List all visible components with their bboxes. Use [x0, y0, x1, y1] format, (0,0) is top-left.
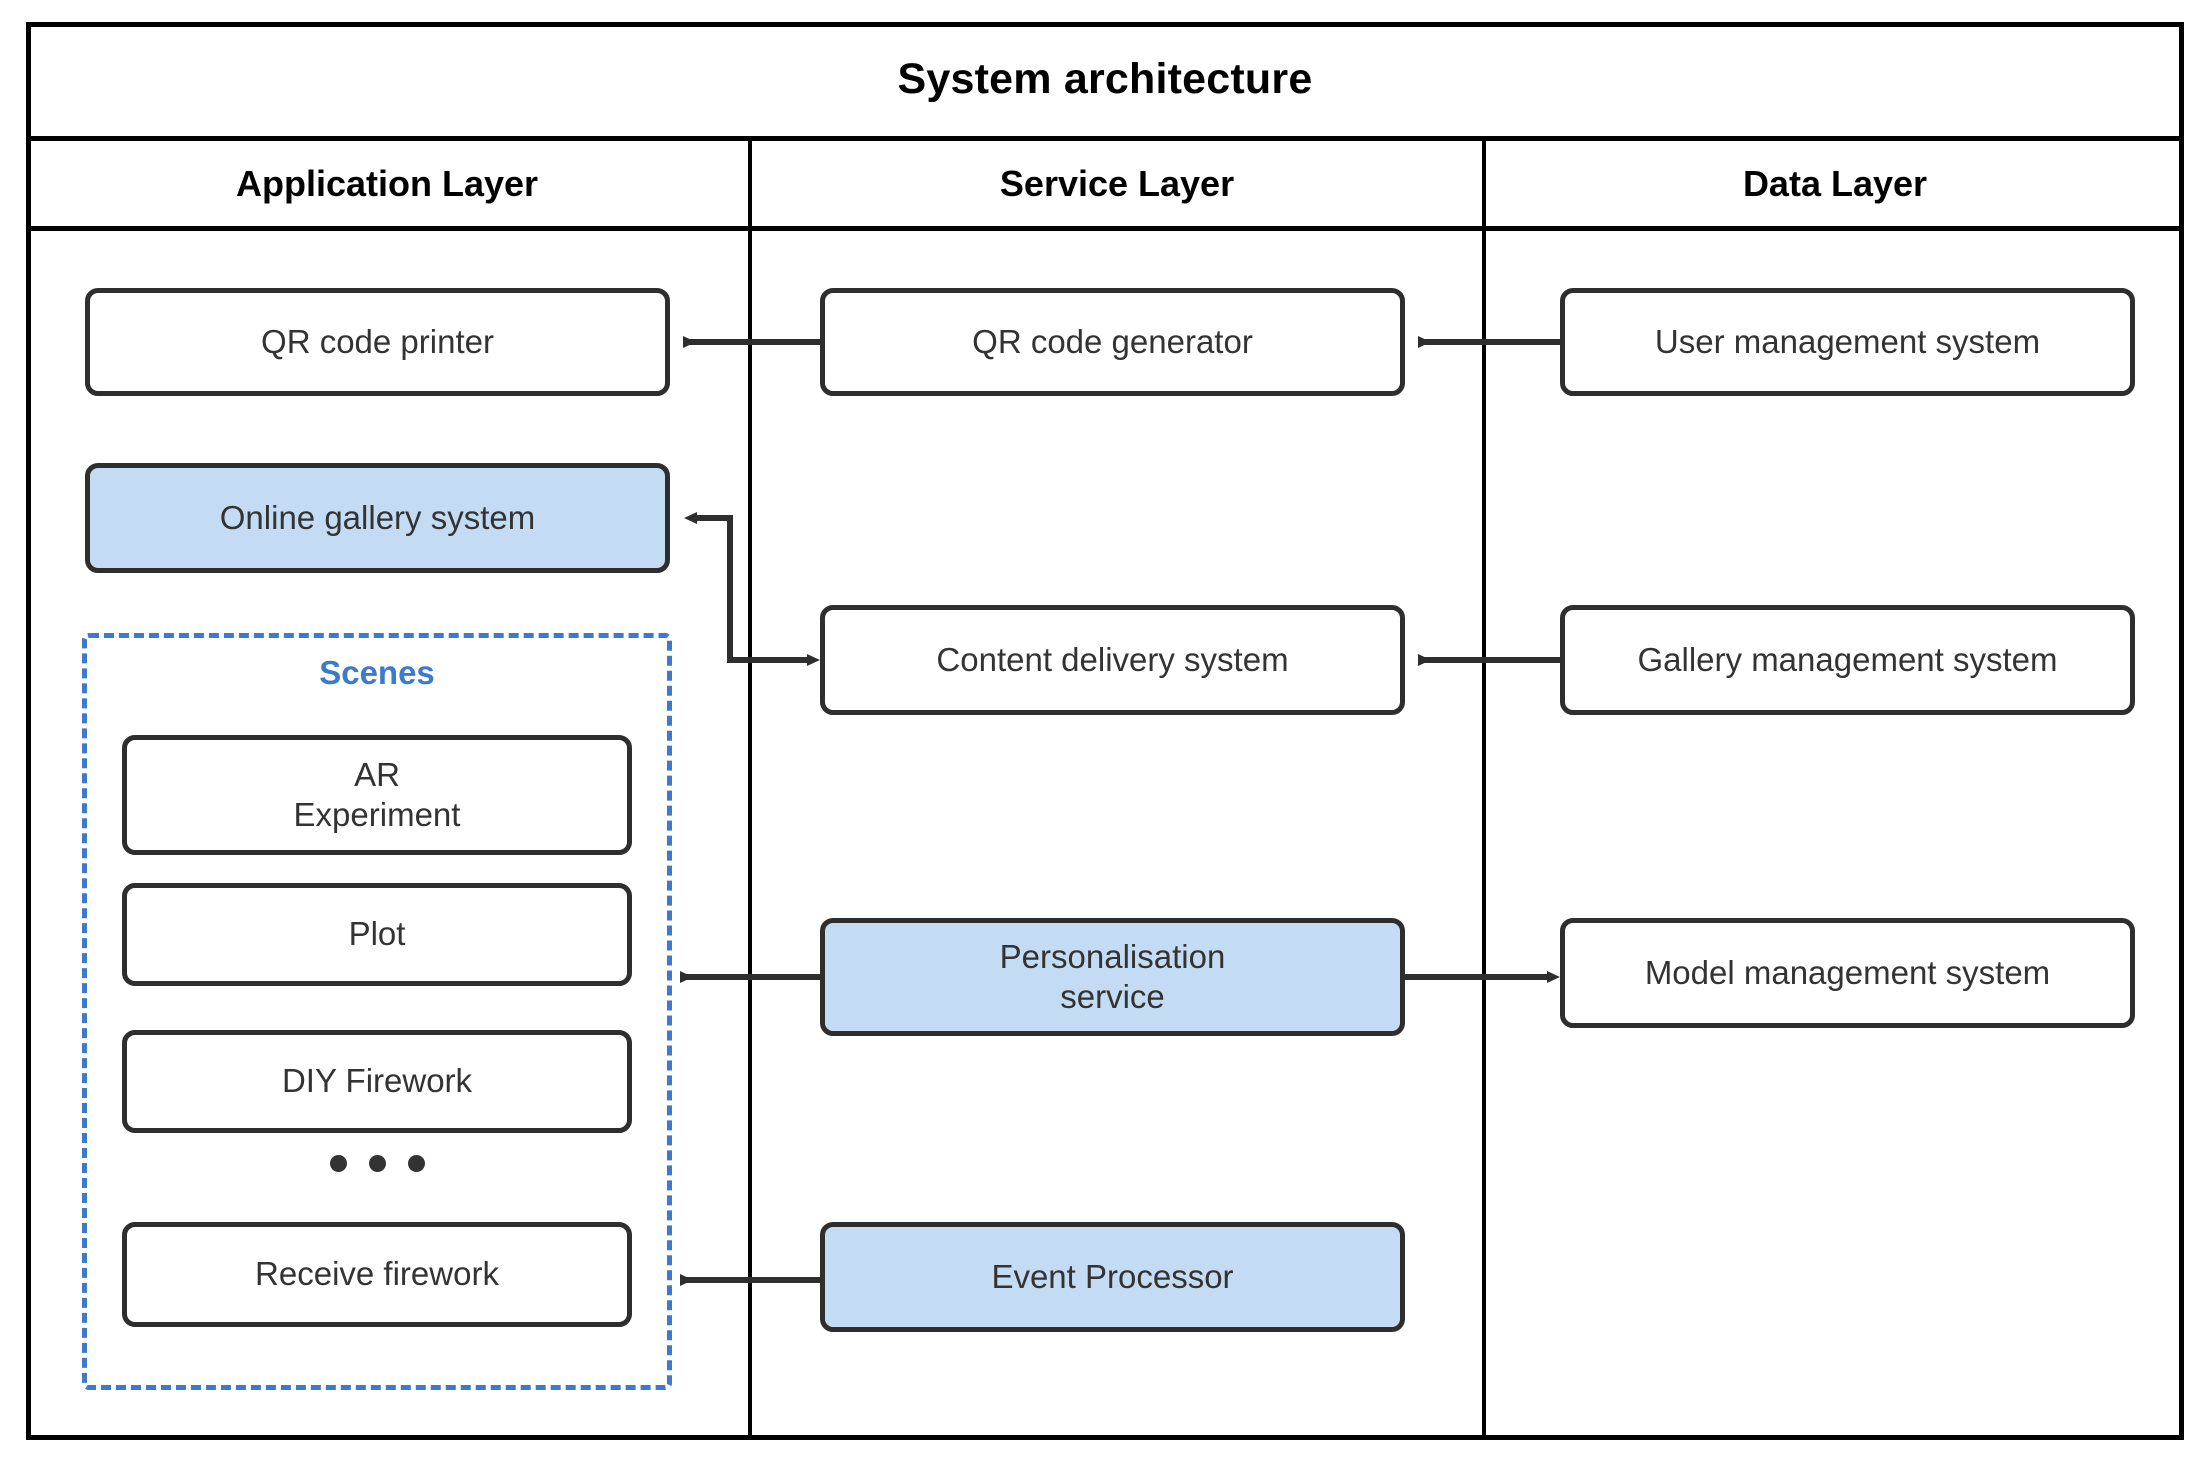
node-qr-code-generator[interactable]: QR code generator: [820, 288, 1405, 396]
node-online-gallery-system[interactable]: Online gallery system: [85, 463, 670, 573]
layer-header-band: Application Layer Service Layer Data Lay…: [26, 141, 2184, 231]
node-online-gallery-system-label: Online gallery system: [219, 498, 536, 536]
node-plot[interactable]: Plot: [122, 883, 632, 986]
node-content-delivery-system-label: Content delivery system: [936, 640, 1289, 678]
node-event-processor-label: Event Processor: [991, 1257, 1234, 1295]
scenes-ellipsis-icon: [82, 1155, 672, 1172]
page-title: System architecture: [897, 54, 1313, 103]
scenes-group-label: Scenes: [319, 654, 435, 691]
node-ar-experiment-label-line1: AR: [354, 755, 400, 793]
node-diy-firework-label: DIY Firework: [281, 1062, 473, 1100]
column-divider-application-service: [748, 231, 752, 1435]
ellipsis-dot-2: [368, 1155, 386, 1172]
node-diy-firework[interactable]: DIY Firework: [122, 1030, 632, 1133]
scenes-group-boundary: [82, 633, 672, 1390]
column-header-data-layer: Data Layer: [1482, 141, 2184, 226]
node-personalisation-service[interactable]: Personalisation service: [820, 918, 1405, 1036]
node-user-management-system-label: User management system: [1654, 322, 2041, 360]
column-header-service-layer: Service Layer: [748, 141, 1482, 226]
node-personalisation-service-label-line1: Personalisation: [999, 937, 1226, 975]
node-model-management-system[interactable]: Model management system: [1560, 918, 2135, 1028]
node-user-management-system[interactable]: User management system: [1560, 288, 2135, 396]
node-plot-label: Plot: [348, 915, 406, 953]
node-qr-code-generator-label: QR code generator: [972, 322, 1253, 360]
node-gallery-management-system[interactable]: Gallery management system: [1560, 605, 2135, 715]
ellipsis-dot-1: [329, 1155, 347, 1172]
column-header-application-layer: Application Layer: [235, 162, 539, 204]
node-model-management-system-label: Model management system: [1644, 953, 2051, 991]
node-personalisation-service-label-line2: service: [1060, 978, 1165, 1015]
node-ar-experiment-label-line2: Experiment: [293, 796, 461, 833]
column-divider-service-data: [1482, 231, 1486, 1435]
diagram-outer-frame: [26, 22, 2184, 1440]
diagram-title-band: System architecture: [26, 22, 2184, 141]
ellipsis-dot-3: [407, 1155, 425, 1172]
node-receive-firework-label: Receive firework: [255, 1255, 499, 1293]
node-content-delivery-system[interactable]: Content delivery system: [820, 605, 1405, 715]
node-event-processor[interactable]: Event Processor: [820, 1222, 1405, 1332]
node-qr-code-printer[interactable]: QR code printer: [85, 288, 670, 396]
node-receive-firework[interactable]: Receive firework: [122, 1222, 632, 1327]
node-qr-code-printer-label: QR code printer: [261, 322, 494, 360]
node-ar-experiment[interactable]: AR Experiment: [122, 735, 632, 855]
node-gallery-management-system-label: Gallery management system: [1637, 640, 2058, 678]
